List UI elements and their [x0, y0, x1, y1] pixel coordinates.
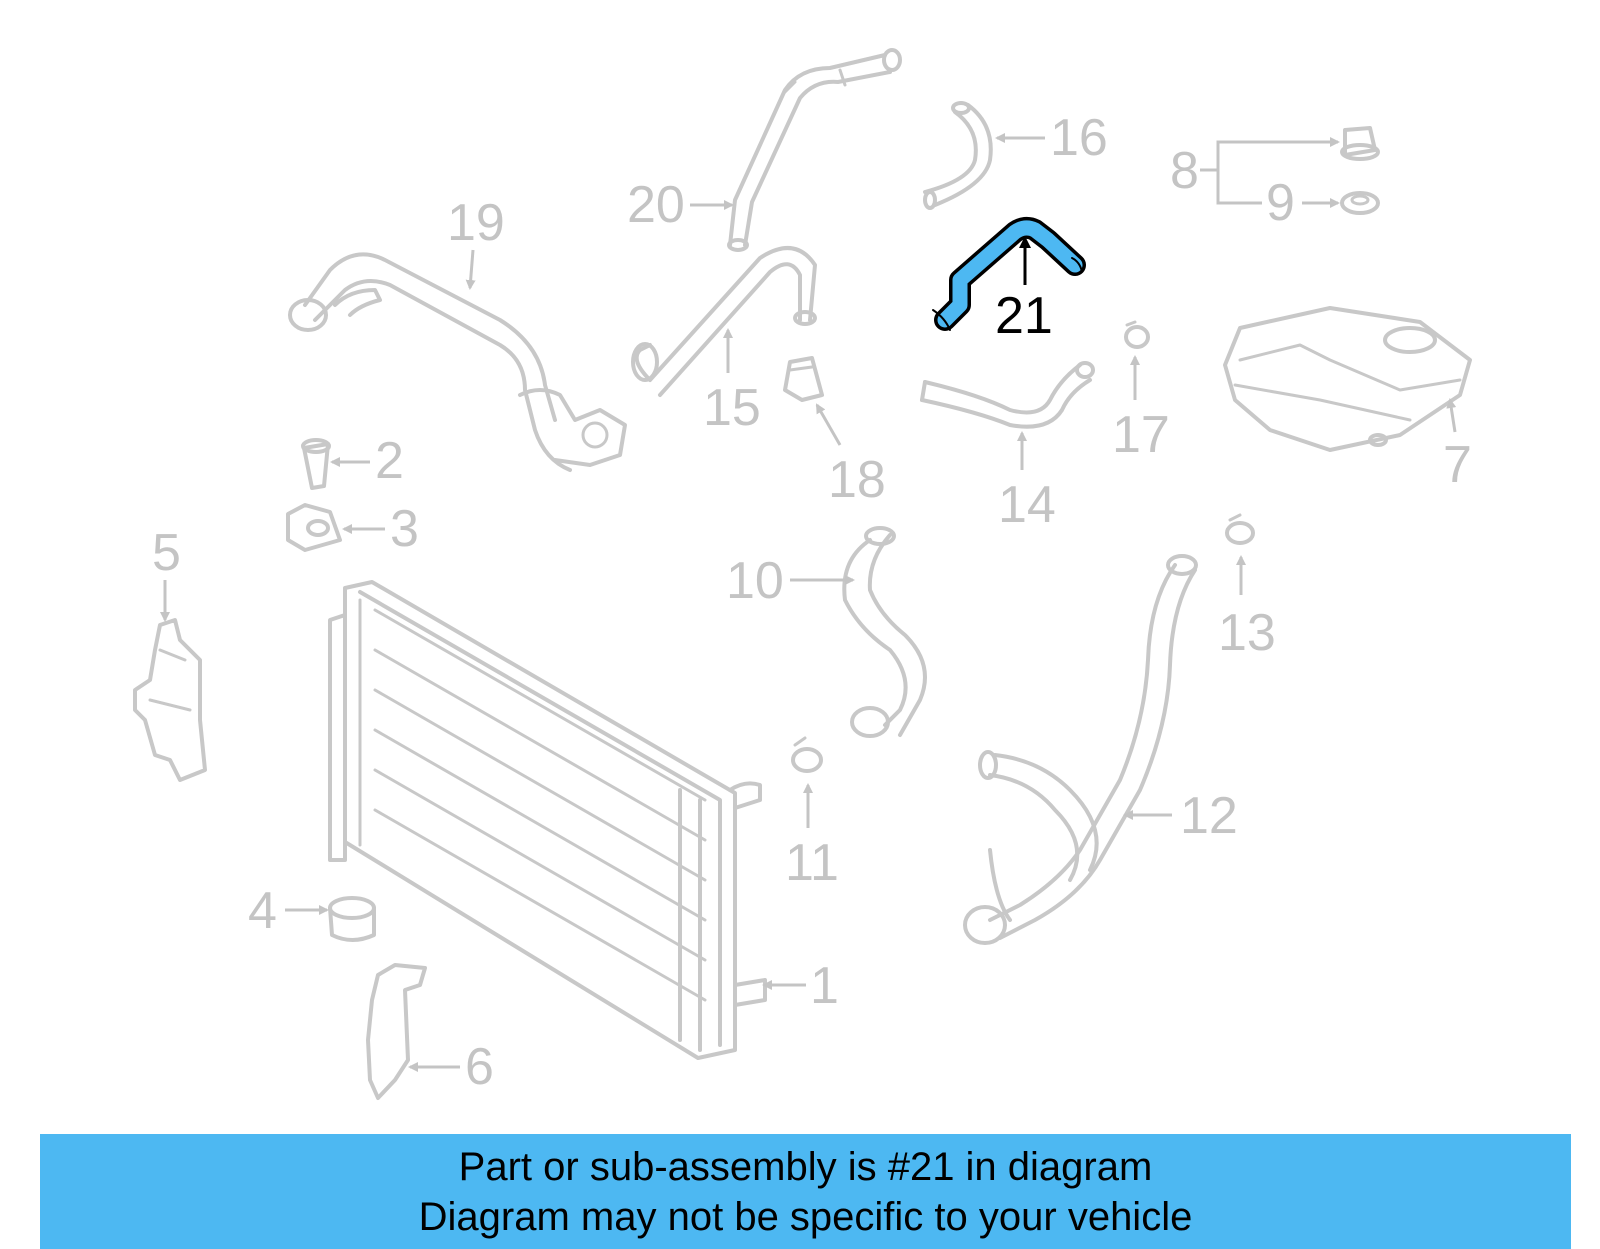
callout-8: 8	[1170, 142, 1199, 200]
radiator	[328, 580, 767, 1060]
callout-12: 12	[1180, 787, 1238, 845]
callout-4: 4	[248, 882, 277, 940]
part-8-cap	[1340, 126, 1380, 161]
part-3-mount	[286, 503, 342, 552]
callout-18: 18	[828, 451, 886, 509]
part-9-seal	[1340, 191, 1380, 215]
callout-9: 9	[1266, 174, 1295, 232]
part-17-clamp	[1124, 320, 1150, 349]
part-13-clamp	[1225, 513, 1255, 545]
banner-line-1: Part or sub-assembly is #21 in diagram	[458, 1145, 1153, 1189]
callout-17: 17	[1112, 406, 1170, 464]
callout-21: 21	[995, 287, 1053, 345]
parts-diagram: 1 2 3 4 5 6 7 8 9 10 11 12 13 14 15 16 1…	[133, 48, 1472, 1100]
part-2-bushing	[301, 438, 331, 490]
part-11-clamp	[791, 736, 823, 773]
banner-line-2: Diagram may not be specific to your vehi…	[418, 1195, 1193, 1239]
callout-11: 11	[785, 834, 839, 892]
callout-19: 19	[447, 194, 505, 252]
part-14-hose	[920, 361, 1095, 429]
callout-6: 6	[465, 1038, 494, 1096]
callout-10: 10	[726, 552, 784, 610]
callout-3: 3	[390, 500, 419, 558]
part-19-pipe	[288, 252, 627, 472]
callout-16: 16	[1050, 109, 1108, 167]
callout-20: 20	[627, 176, 685, 234]
part-5-bracket	[133, 618, 207, 782]
part-15-hose	[631, 246, 817, 397]
callout-13: 13	[1218, 604, 1276, 662]
callout-2: 2	[375, 432, 404, 490]
info-banner: Part or sub-assembly is #21 in diagram D…	[40, 1134, 1571, 1249]
part-10-hose	[842, 526, 927, 738]
callout-5: 5	[152, 524, 181, 582]
callout-leaders	[160, 133, 1457, 1072]
part-18-fitting	[783, 356, 824, 402]
part-12-hose	[963, 554, 1198, 945]
callout-7: 7	[1443, 436, 1472, 494]
part-6-bracket	[366, 963, 427, 1100]
callout-1: 1	[810, 957, 839, 1015]
part-7-expansion-tank	[1223, 306, 1472, 452]
callout-14: 14	[998, 476, 1056, 534]
part-21-hose-highlighted	[932, 216, 1086, 331]
callout-15: 15	[703, 379, 761, 437]
part-16-hose	[923, 101, 993, 210]
part-4-grommet	[328, 896, 376, 942]
part-20-pipe	[727, 48, 902, 252]
